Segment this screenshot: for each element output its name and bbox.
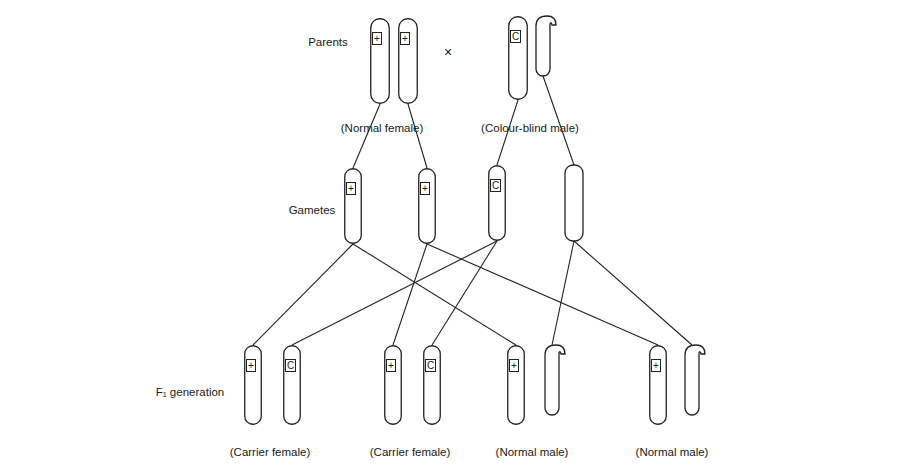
chromosome-body — [489, 166, 506, 241]
chromosome-outline — [344, 168, 362, 244]
chromosome-outline — [507, 345, 525, 425]
caption-label: (Carrier female) — [370, 446, 451, 458]
y-chromosome — [545, 345, 565, 415]
allele-label: + — [386, 359, 396, 372]
chromosome-outline — [649, 345, 667, 425]
chromosome-outline — [283, 345, 301, 425]
x-chromosome: + — [418, 168, 436, 244]
allele-label: + — [400, 32, 410, 45]
inheritance-line — [353, 104, 380, 168]
allele-label: C — [490, 179, 501, 192]
allele-label: + — [420, 182, 430, 195]
allele-label: + — [246, 359, 256, 372]
chromosome-body — [509, 17, 528, 100]
chromosome-outline — [384, 345, 402, 425]
chromosome-body — [399, 19, 418, 104]
allele-label: + — [346, 182, 356, 195]
x-chromosome: + — [507, 345, 525, 425]
caption-label: × — [444, 44, 452, 60]
inheritance-line — [292, 241, 497, 345]
allele-label: + — [509, 359, 519, 372]
x-chromosome: C — [423, 345, 441, 425]
chromosome-body — [385, 346, 402, 425]
chromosome-body — [424, 346, 441, 425]
x-chromosome: + — [649, 345, 667, 425]
allele-label: + — [651, 359, 661, 372]
allele-label: + — [372, 32, 382, 45]
chromosome-body — [345, 169, 362, 244]
allele-label: C — [510, 30, 521, 43]
chromosome-body — [284, 346, 301, 425]
x-chromosome: + — [244, 345, 262, 425]
chromosome-outline — [398, 18, 418, 104]
chromosome-body — [245, 346, 262, 425]
x-chromosome: C — [508, 16, 528, 100]
allele-label: C — [285, 359, 296, 372]
chromosome-outline — [423, 345, 441, 425]
chromosome-outline — [418, 168, 436, 244]
x-chromosome: + — [384, 345, 402, 425]
chromosome-body — [650, 346, 667, 425]
caption-label: (Carrier female) — [230, 446, 311, 458]
inheritance-line — [552, 241, 574, 345]
caption-label: Gametes — [289, 204, 336, 216]
caption-label: (Normal female) — [341, 122, 423, 134]
inheritance-line — [253, 244, 353, 345]
chromosome-body — [419, 169, 436, 244]
inheritance-line — [353, 244, 516, 345]
inheritance-line — [432, 241, 497, 345]
chromosome-outline — [488, 165, 506, 241]
chromosome-outline — [508, 16, 528, 100]
chromosome-outline — [370, 18, 390, 104]
inheritance-line — [574, 241, 692, 345]
y-chromosome — [536, 16, 556, 76]
chromosome-outline — [244, 345, 262, 425]
caption-label: (Normal male) — [496, 446, 569, 458]
x-chromosome: C — [488, 165, 506, 241]
chromosome-body — [371, 19, 390, 104]
caption-label: (Colour-blind male) — [481, 122, 579, 134]
caption-label: F₁ generation — [156, 386, 224, 398]
chromosome-body — [508, 346, 525, 425]
caption-label: (Normal male) — [636, 446, 709, 458]
y-chromosome — [685, 345, 705, 415]
x-chromosome: + — [370, 18, 390, 104]
inheritance-line — [543, 76, 574, 165]
x-chromosome: C — [283, 345, 301, 425]
inheritance-line — [393, 244, 427, 345]
allele-label: C — [425, 359, 436, 372]
x-chromosome: + — [344, 168, 362, 244]
caption-label: Parents — [308, 36, 348, 48]
y-chromosome — [565, 165, 583, 241]
inheritance-line — [408, 104, 427, 168]
x-chromosome: + — [398, 18, 418, 104]
